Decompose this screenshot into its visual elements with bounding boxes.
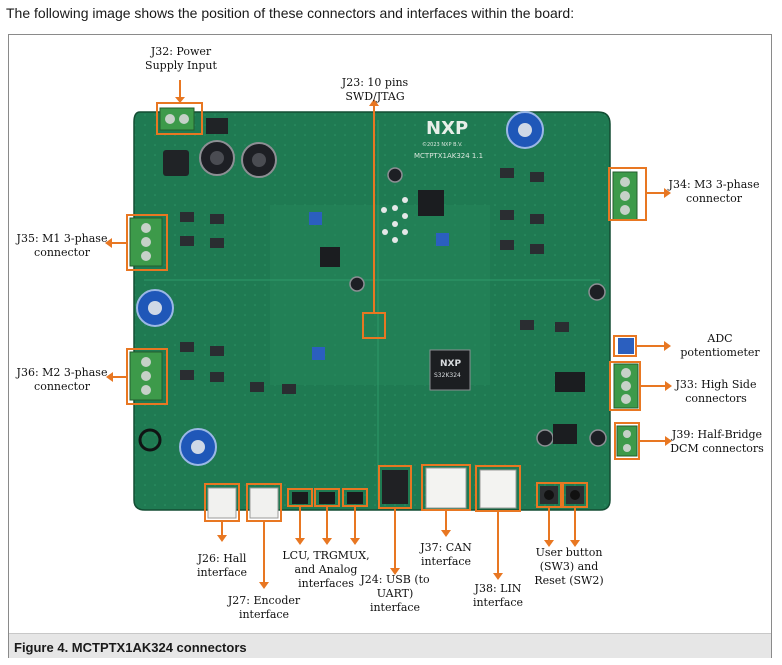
intro-text: The following image shows the position o… xyxy=(6,5,575,21)
edge-connectors xyxy=(207,467,584,519)
callout-lines xyxy=(112,80,665,582)
caption-bar xyxy=(9,633,771,658)
board-logo: NXP xyxy=(426,118,468,139)
mcu-chip: NXP S32K324 xyxy=(429,349,471,391)
terminal-connectors xyxy=(129,107,639,457)
board-copyright: ©2023 NXP B.V. xyxy=(422,141,463,148)
trim-potentiometers xyxy=(309,212,449,360)
board-model: MCTPTX1AK324 1.1 xyxy=(414,152,483,160)
capacitors xyxy=(136,111,607,466)
figure-caption: Figure 4. MCTPTX1AK324 connectors xyxy=(14,640,247,655)
mcu-logo: NXP xyxy=(440,359,461,369)
mcu-part: S32K324 xyxy=(434,372,461,379)
power-components xyxy=(163,118,585,444)
callout-arrowheads xyxy=(105,97,672,589)
